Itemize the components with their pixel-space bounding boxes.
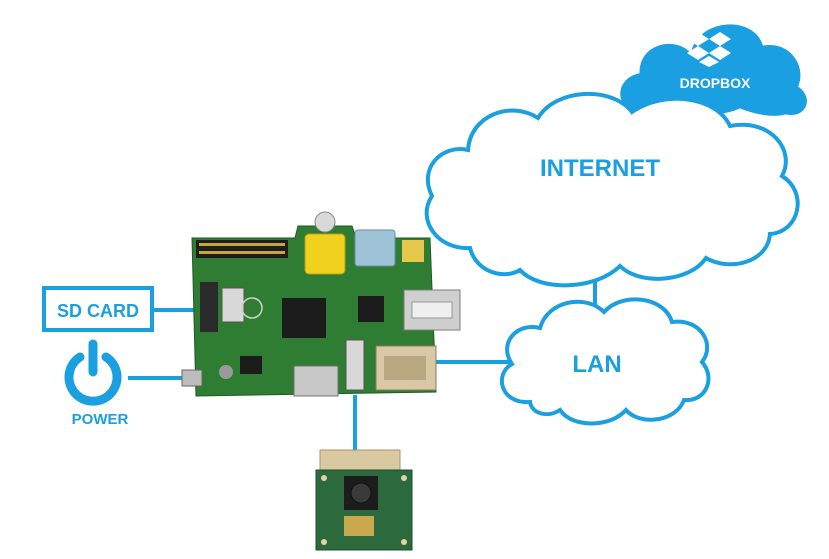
dropbox-cloud: DROPBOX (617, 21, 810, 120)
sd-slot (200, 282, 218, 332)
internet-cloud: INTERNET (424, 92, 800, 288)
sd-card-frame (42, 286, 154, 332)
board-capacitor (219, 365, 233, 379)
dsi-connector (221, 287, 245, 323)
camera-module (315, 449, 413, 551)
connectors (128, 270, 597, 452)
lan-cloud-shape (499, 297, 711, 426)
csi-connector (345, 339, 365, 391)
ethernet-port-inner (384, 356, 426, 380)
usb-controller-chip (358, 296, 384, 322)
internet-cloud-shape (424, 92, 800, 288)
raspberry-logo-icon (241, 297, 263, 319)
camera-chip (344, 516, 374, 536)
internet-label: INTERNET (540, 155, 660, 182)
power-label: POWER (72, 411, 129, 428)
lan-cloud: LAN (499, 297, 711, 426)
micro-usb-power-port (181, 369, 203, 387)
rca-video-jack (314, 211, 336, 233)
camera-mount-hole (401, 539, 407, 545)
hdmi-port (293, 365, 339, 397)
rca-video-connector (304, 233, 346, 275)
dropbox-label: DROPBOX (680, 75, 751, 91)
board-component (240, 356, 262, 374)
camera-mount-hole (321, 539, 327, 545)
power-group: POWER (64, 339, 129, 428)
camera-mount-hole (321, 475, 327, 481)
lan-label: LAN (572, 351, 621, 378)
sd-card-label: SD CARD (57, 301, 139, 321)
board-component (402, 240, 424, 262)
gpio-pins (199, 243, 285, 254)
usb-port-inner (411, 301, 453, 319)
gpio-header (196, 240, 288, 258)
camera-lens (350, 482, 372, 504)
sd-card-box: SD CARD (42, 286, 154, 332)
audio-jack (354, 229, 396, 267)
soc-chip (282, 298, 326, 338)
camera-mount-hole (401, 475, 407, 481)
power-icon (64, 339, 122, 406)
dropbox-logo-icon (687, 32, 731, 67)
raspberry-pi-board (181, 211, 461, 397)
dropbox-cloud-shape (617, 21, 810, 120)
